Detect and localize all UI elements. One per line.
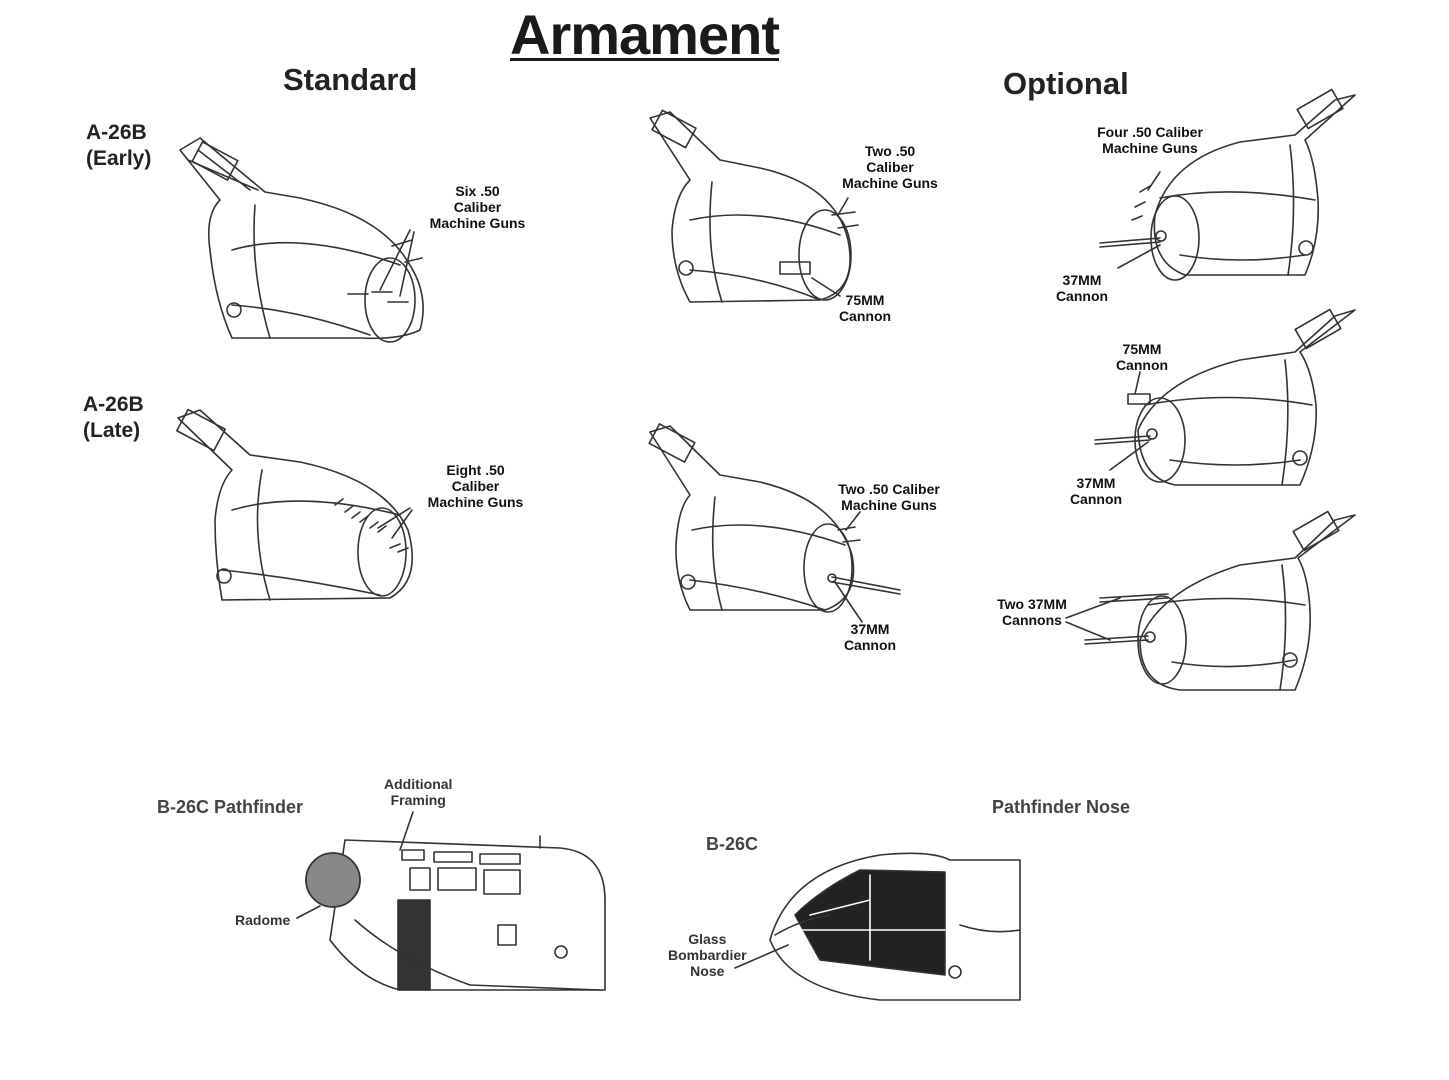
b26c-label: B-26C [706,834,759,854]
variant-late: A-26B (Late) [83,392,144,444]
variant-early: A-26B (Early) [86,120,151,172]
callout-two-guns-37: Two .50 Caliber Machine Guns [838,481,940,513]
variant-early-sub: (Early) [86,147,152,170]
variant-late-name: A-26B [83,393,144,416]
callout-75mm-cannon: 75MM Cannon [838,292,892,324]
callout-glass-bombardier-nose: Glass Bombardier Nose [668,931,747,979]
callout-75mm-cannon-optional: 75MM Cannon [1115,341,1169,373]
callout-37mm-cannon-c: 37MM Cannon [843,621,897,653]
callout-two-cannons: Two 37MM Cannons [997,596,1067,628]
page-title: Armament [510,3,780,66]
standard-header: Standard [283,62,418,97]
callout-37mm-cannon-a: 37MM Cannon [1055,272,1109,304]
pathfinder-title: B-26C Pathfinder [157,797,304,817]
callout-37mm-cannon-b: 37MM Cannon [1069,475,1123,507]
callout-additional-framing: Additional Framing [384,776,453,808]
callout-two-guns-75: Two .50 Caliber Machine Guns [842,143,938,191]
pathfinder-nose-title: Pathfinder Nose [992,797,1131,817]
callout-four-guns: Four .50 Caliber Machine Guns [1097,124,1203,156]
optional-header: Optional [1003,66,1129,101]
variant-early-name: A-26B [86,121,147,144]
callout-six-guns: Six .50 Caliber Machine Guns [429,183,526,231]
callout-radome: Radome [235,912,291,928]
variant-late-sub: (Late) [83,419,141,442]
callout-eight-guns: Eight .50 Caliber Machine Guns [427,462,524,510]
